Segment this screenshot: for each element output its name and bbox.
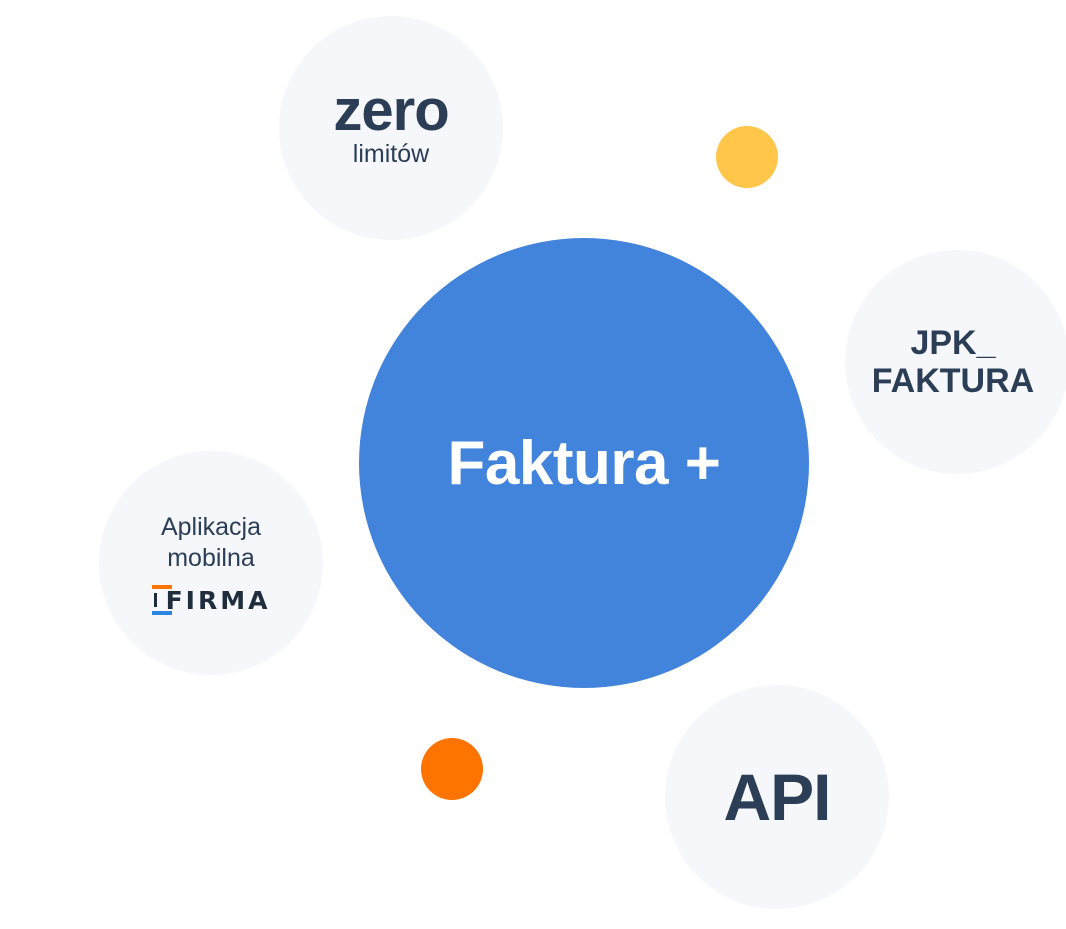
center-label: Faktura +	[447, 428, 721, 498]
center-circle-faktura-plus: Faktura +	[359, 238, 809, 688]
jpk-line-2: FAKTURA	[871, 362, 1035, 400]
jpk-line-1: JPK_	[910, 324, 996, 362]
logo-blue-bar	[151, 611, 172, 615]
ifirma-logo: FIRMA	[151, 585, 271, 615]
feature-bubble-zero-limits: zero limitów	[279, 16, 503, 240]
jpk-label-group: JPK_ FAKTURA	[872, 324, 1034, 400]
app-line-2: mobilna	[167, 543, 255, 572]
feature-bubble-jpk-faktura: JPK_ FAKTURA	[845, 250, 1066, 474]
logo-stem	[153, 593, 157, 607]
logo-orange-bar	[151, 585, 172, 589]
feature-bubble-mobile-app: Aplikacja mobilna FIRMA	[99, 451, 323, 675]
feature-bubble-api: API	[665, 685, 889, 909]
app-line-1: Aplikacja	[160, 512, 262, 541]
yellow-dot	[716, 126, 778, 188]
api-label: API	[723, 760, 831, 834]
ifirma-logo-i-mark	[151, 585, 172, 615]
orange-dot	[421, 738, 483, 800]
ifirma-logo-text: FIRMA	[165, 585, 271, 615]
zero-heading: zero	[333, 78, 449, 143]
limits-caption: limitów	[352, 140, 430, 168]
